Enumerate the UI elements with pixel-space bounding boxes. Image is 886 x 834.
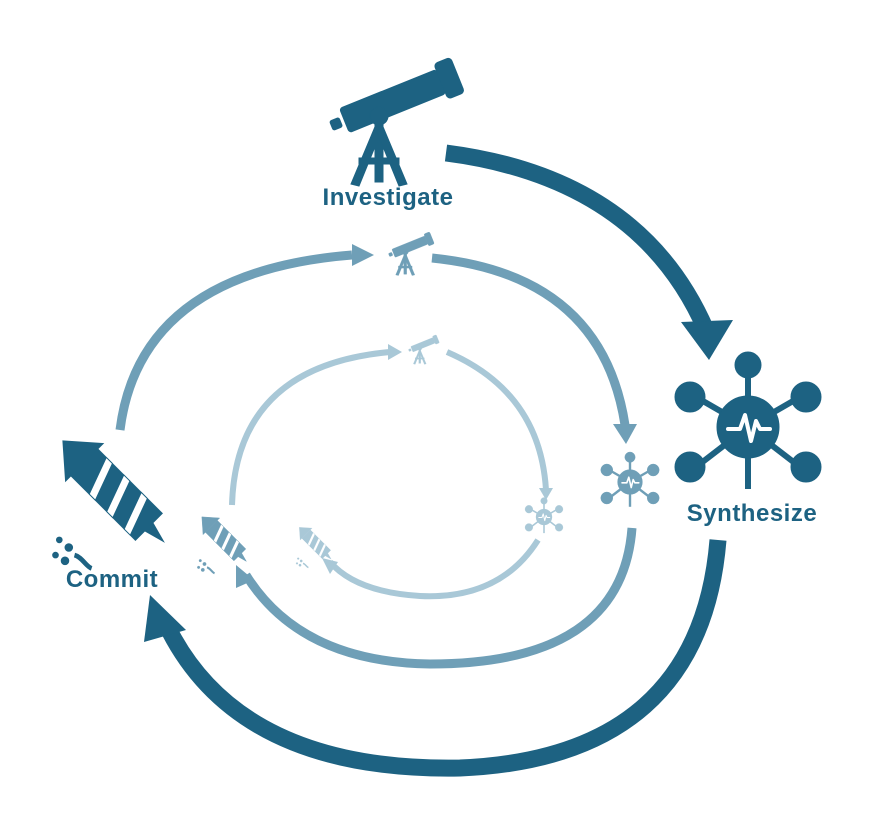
outer-arrow-investigate-to-synthesize [444, 144, 714, 334]
outer-arrow-commit-to-investigate [115, 250, 353, 431]
middle-arrow-investigate-to-synthesize [431, 253, 630, 426]
inner-arrow-investigate-to-synthesize [445, 349, 549, 491]
middle-arrowhead-synthesize [613, 424, 637, 444]
telescope-icon [388, 231, 435, 276]
inner-arrow-synthesize-to-commit [327, 538, 541, 600]
inner-arrowhead-investigate [388, 344, 402, 360]
inner-cycle [292, 334, 564, 600]
outer-arrowhead-commit [144, 595, 186, 642]
middle-cycle [192, 231, 661, 669]
synthesize-label: Synthesize [687, 500, 817, 527]
middle-arrowhead-investigate [352, 244, 374, 266]
outer-arrowhead-synthesize [681, 320, 733, 360]
telescope-icon [329, 56, 466, 187]
investigate-label: Investigate [323, 184, 454, 211]
rocket-icon [192, 507, 256, 575]
network-hub-icon [524, 496, 564, 534]
rocket-icon [44, 422, 182, 568]
middle-arrowhead-commit [236, 565, 254, 588]
commit-label: Commit [66, 566, 158, 593]
inner-arrowhead-synthesize [539, 488, 553, 500]
network-hub-icon [675, 352, 821, 489]
middle-arrow-synthesize-to-commit [242, 527, 637, 669]
outer-cycle [44, 56, 821, 777]
inner-arrow-commit-to-investigate [229, 349, 391, 506]
inner-arrowhead-commit [322, 558, 338, 574]
telescope-icon [408, 334, 440, 365]
network-hub-icon [599, 450, 661, 508]
outer-arrow-synthesize-to-commit [160, 539, 727, 777]
